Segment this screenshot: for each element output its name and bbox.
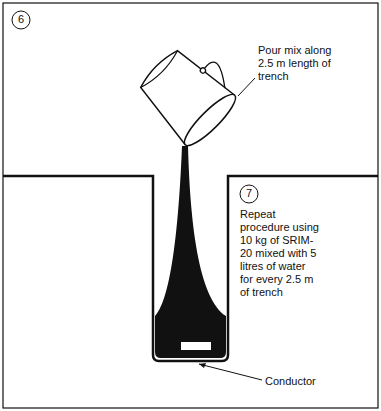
leader-arrowhead [199,363,206,368]
leader-line [238,78,255,96]
instruction-note: Repeat procedure using 10 kg of SRIM-20 … [240,208,320,299]
bucket [132,35,249,152]
leader-line [199,364,262,380]
callout-number: 7 [240,187,258,200]
callout-circle [240,185,258,203]
conductor-bar [181,342,211,350]
srim-mix [155,146,226,358]
callout-circle [12,11,30,29]
callout-number: 6 [12,13,30,26]
frame-border [3,3,378,408]
instruction-note: Pour mix along 2.5 m length of trench [258,44,348,83]
part-label: Conductor [265,375,335,388]
